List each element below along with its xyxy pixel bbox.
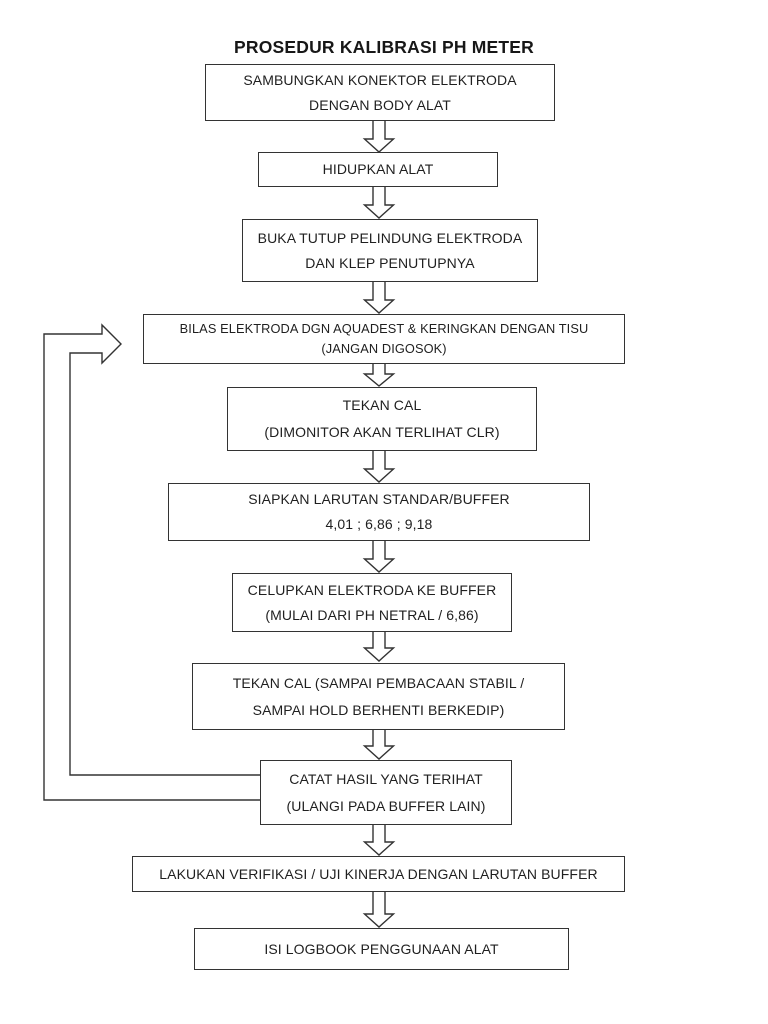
step-box-10: LAKUKAN VERIFIKASI / UJI KINERJA DENGAN … [132, 856, 625, 892]
down-arrow-8 [362, 730, 396, 760]
step-box-1: SAMBUNGKAN KONEKTOR ELEKTRODA DENGAN BOD… [205, 64, 555, 121]
step-box-4: BILAS ELEKTRODA DGN AQUADEST & KERINGKAN… [143, 314, 625, 364]
step-text: BUKA TUTUP PELINDUNG ELEKTRODA [257, 229, 523, 246]
step-text: CELUPKAN ELEKTRODA KE BUFFER [247, 581, 497, 598]
step-text: (JANGAN DIGOSOK) [321, 341, 447, 356]
step-text: SIAPKAN LARUTAN STANDAR/BUFFER [248, 491, 510, 507]
step-text: SAMBUNGKAN KONEKTOR ELEKTRODA [243, 71, 517, 88]
step-text: 4,01 ; 6,86 ; 9,18 [325, 516, 433, 532]
down-arrow-10 [362, 892, 396, 928]
step-text: ISI LOGBOOK PENGGUNAAN ALAT [264, 940, 499, 957]
step-text: HIDUPKAN ALAT [322, 161, 434, 177]
down-arrow-2 [362, 187, 396, 219]
down-arrow-4 [362, 364, 396, 387]
step-text: TEKAN CAL (SAMPAI PEMBACAAN STABIL / [232, 674, 525, 691]
step-box-9: CATAT HASIL YANG TERIHAT (ULANGI PADA BU… [260, 760, 512, 825]
loop-back-arrow [43, 323, 260, 801]
step-text: DENGAN BODY ALAT [309, 96, 451, 113]
down-arrow-3 [362, 282, 396, 314]
step-text: DAN KLEP PENUTUPNYA [305, 254, 475, 271]
step-text: (MULAI DARI PH NETRAL / 6,86) [265, 606, 479, 623]
step-text: BILAS ELEKTRODA DGN AQUADEST & KERINGKAN… [179, 321, 589, 336]
step-text: (ULANGI PADA BUFFER LAIN) [286, 797, 486, 814]
step-box-2: HIDUPKAN ALAT [258, 152, 498, 187]
step-text: TEKAN CAL [342, 397, 422, 413]
page-title: PROSEDUR KALIBRASI PH METER [233, 37, 534, 57]
step-box-3: BUKA TUTUP PELINDUNG ELEKTRODA DAN KLEP … [242, 219, 538, 282]
step-text: SAMPAI HOLD BERHENTI BERKEDIP) [252, 701, 505, 718]
step-box-5: TEKAN CAL (DIMONITOR AKAN TERLIHAT CLR) [227, 387, 537, 451]
step-box-11: ISI LOGBOOK PENGGUNAAN ALAT [194, 928, 569, 970]
step-text: LAKUKAN VERIFIKASI / UJI KINERJA DENGAN … [159, 865, 598, 882]
step-box-6: SIAPKAN LARUTAN STANDAR/BUFFER 4,01 ; 6,… [168, 483, 590, 541]
step-text: (DIMONITOR AKAN TERLIHAT CLR) [264, 424, 500, 440]
down-arrow-9 [362, 825, 396, 856]
down-arrow-5 [362, 451, 396, 483]
down-arrow-7 [362, 632, 396, 662]
step-box-7: CELUPKAN ELEKTRODA KE BUFFER (MULAI DARI… [232, 573, 512, 632]
step-text: CATAT HASIL YANG TERIHAT [289, 770, 483, 787]
down-arrow-6 [362, 541, 396, 573]
step-box-8: TEKAN CAL (SAMPAI PEMBACAAN STABIL / SAM… [192, 663, 565, 730]
down-arrow-1 [362, 121, 396, 153]
